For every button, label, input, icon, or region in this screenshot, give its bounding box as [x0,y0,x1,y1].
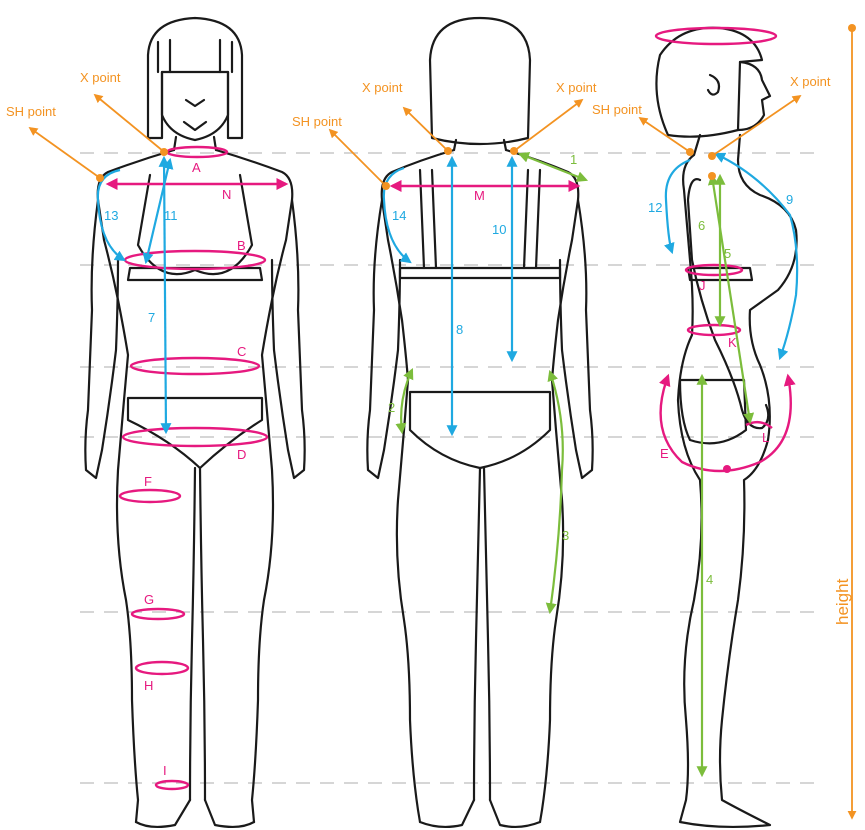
width-M-label: M [474,188,485,203]
front-x-point-dot [160,148,168,156]
circ-A-mark [167,147,227,157]
circ-I-label: I [163,763,167,778]
circ-B-label: B [237,238,246,253]
crotch-point [723,465,731,473]
back-x-point-left-dot [444,147,452,155]
green-length-measures [401,154,750,775]
side-x-point-dot [708,152,716,160]
height-top-dot [848,24,856,32]
circ-H-label: H [144,678,153,693]
circ-A-label: A [192,160,201,175]
circ-H-mark [136,662,188,674]
front-sh-point-dot [96,174,104,182]
side-sh-point-dot [686,148,694,156]
back-x-point-right-label: X point [556,80,597,95]
circ-D-label: D [237,447,246,462]
len-2-label: 2 [388,400,395,415]
front-x-point-label: X point [80,70,121,85]
len-13-label: 13 [104,208,118,223]
circ-K-label: K [728,335,737,350]
len-12-label: 12 [648,200,662,215]
front-figure [85,18,304,827]
len-9-label: 9 [786,192,793,207]
circ-G-label: G [144,592,154,607]
text-labels: X point SH point X point X point SH poin… [6,70,852,778]
circ-L-label: L [762,430,769,445]
len-7-label: 7 [148,310,155,325]
circ-F-mark [120,490,180,502]
circ-J-label: J [699,278,706,293]
back-hair [430,18,530,144]
back-x-point-right-dot [510,147,518,155]
reference-points [30,24,856,818]
circ-E-label: E [660,446,669,461]
len-1-label: 1 [570,152,577,167]
len-6-label: 6 [698,218,705,233]
len-4-label: 4 [706,572,713,587]
len-3-label: 3 [562,528,569,543]
side-shoulder-dot [708,172,716,180]
len-10-label: 10 [492,222,506,237]
back-sh-point-dot [382,182,390,190]
width-N-label: N [222,187,231,202]
circ-K-mark [688,325,740,335]
height-label: height [833,578,852,625]
len-6-mark [712,176,750,422]
circ-D-mark [123,428,267,446]
len-8-label: 8 [456,322,463,337]
side-x-point-label: X point [790,74,831,89]
side-sh-point-label: SH point [592,102,642,117]
circ-C-mark [131,358,259,374]
circ-G-mark [132,609,184,619]
circ-F-label: F [144,474,152,489]
len-14-label: 14 [392,208,406,223]
side-body [678,135,797,827]
back-sh-point-arrow [330,130,386,186]
back-x-point-left-label: X point [362,80,403,95]
front-sh-point-label: SH point [6,104,56,119]
len-7-mark [164,158,166,432]
len-5-label: 5 [724,246,731,261]
len-11-label: 11 [164,208,178,223]
back-sh-point-label: SH point [292,114,342,129]
circ-I-mark [156,781,188,789]
side-figure [656,28,796,827]
circ-C-label: C [237,344,246,359]
